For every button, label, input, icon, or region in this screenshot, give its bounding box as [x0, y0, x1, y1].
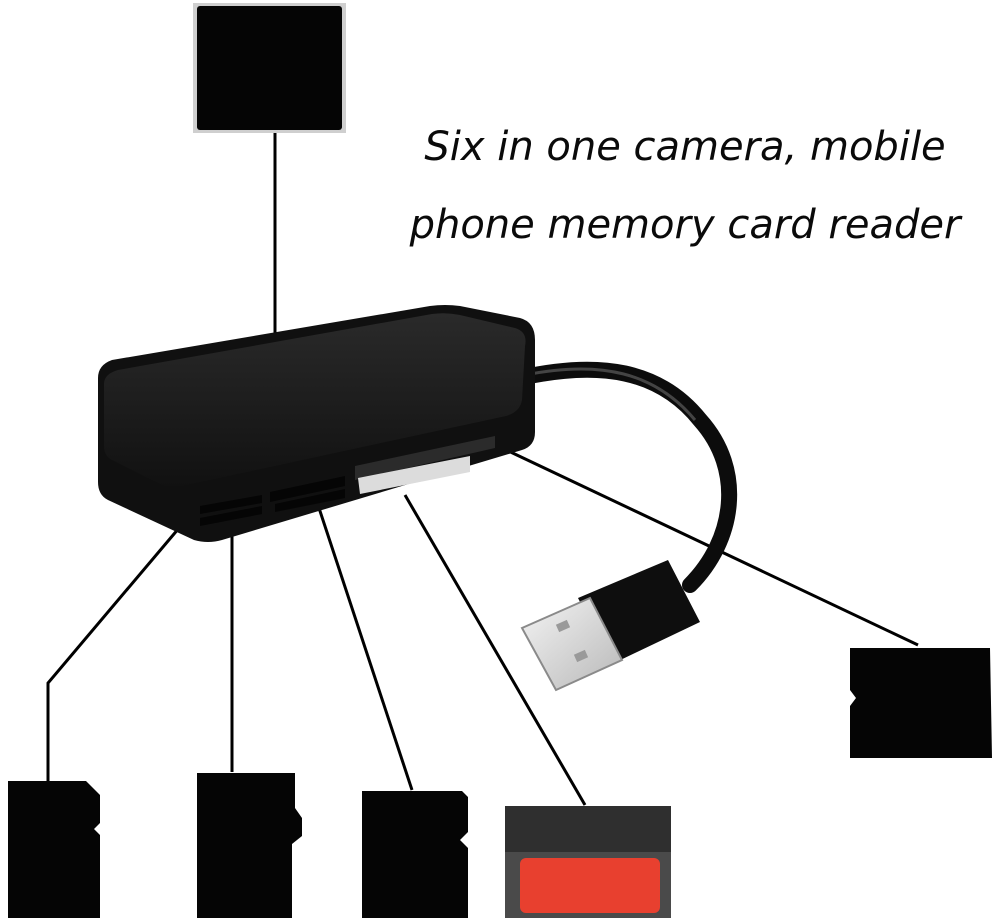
caption-line-1: Six in one camera, mobile [424, 124, 946, 170]
usb-cable [512, 361, 738, 593]
reader-slots [200, 436, 495, 526]
slot-sd [358, 456, 470, 494]
slot-micro-sd [200, 495, 262, 514]
slot-cf [355, 436, 495, 480]
sd-card [8, 781, 100, 918]
slot-ms [270, 476, 345, 502]
line-mini-sd [316, 504, 414, 791]
slot-mini-sd [275, 489, 345, 512]
micro-sd-card [197, 773, 302, 918]
mini-sd-card [362, 791, 468, 918]
line-sd [46, 514, 192, 790]
line-memory-stick [403, 494, 587, 806]
card-reader [98, 305, 738, 692]
memory-stick-card [505, 806, 671, 918]
caption-line-2: phone memory card reader [409, 202, 961, 248]
reader-top [104, 313, 526, 487]
compact-flash-card [193, 3, 346, 133]
xd-card [850, 648, 992, 758]
usb-plug [520, 560, 700, 692]
caption: Six in one camera, mobile phone memory c… [380, 108, 990, 264]
slot-micro-sd-2 [200, 506, 262, 526]
